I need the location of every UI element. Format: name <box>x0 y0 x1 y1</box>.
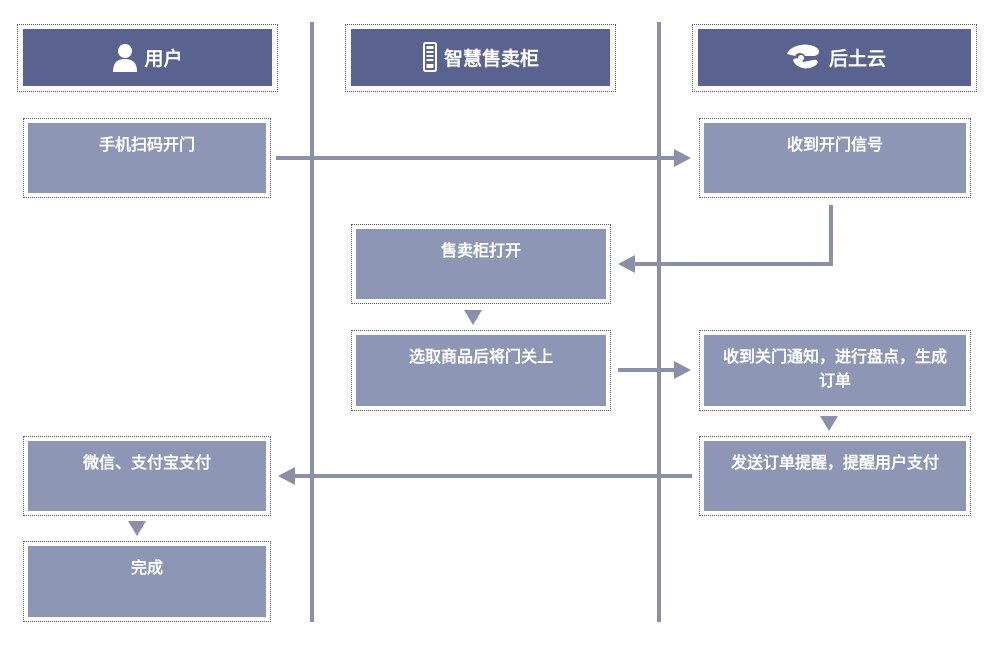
step-receive-open-signal: 收到开门信号 <box>704 123 966 193</box>
done-box-outline <box>23 541 271 622</box>
arrow-payment-to-done <box>128 521 146 536</box>
cabinet-lane-title: 智慧售卖柜 <box>443 48 539 70</box>
lane-divider-right <box>657 22 661 622</box>
send-order-box-outline <box>699 436 971 516</box>
step-done: 完成 <box>28 546 266 617</box>
user-icon <box>112 43 138 73</box>
step-scan-open: 手机扫码开门 <box>28 123 266 193</box>
arrow-order-to-payment <box>278 467 692 485</box>
select-close-box-outline <box>351 330 611 411</box>
arrow-inventory-to-order <box>820 416 838 431</box>
arrow-scan-to-cloud <box>276 149 691 167</box>
lane-divider-left <box>310 22 314 622</box>
cloud-header-outline <box>692 24 977 92</box>
cabinet-open-box-outline <box>351 224 611 304</box>
step-receive-close-inventory: 收到关门通知，进行盘点，生成订单 <box>704 335 966 406</box>
step-send-order-reminder: 发送订单提醒，提醒用户支付 <box>704 441 966 511</box>
cabinet-icon <box>422 41 438 74</box>
pay-box-outline <box>23 436 271 516</box>
step-cabinet-open: 售卖柜打开 <box>356 229 606 299</box>
step-select-close-door: 选取商品后将门关上 <box>356 335 606 406</box>
cloud-header: 后土云 <box>698 29 971 86</box>
receive-close-box-outline <box>699 330 971 411</box>
user-lane-title: 用户 <box>144 48 183 70</box>
receive-open-box-outline <box>699 118 971 198</box>
cloud-lane-title: 后土云 <box>828 48 886 70</box>
arrow-cabinet-open-to-select <box>464 310 482 325</box>
cabinet-header-outline <box>345 24 616 92</box>
arrow-close-to-cloud <box>618 361 691 379</box>
user-header: 用户 <box>23 29 272 86</box>
arrow-cloud-to-cabinet-open <box>618 205 833 273</box>
cloud-logo-icon <box>783 42 823 74</box>
scan-box-outline <box>23 118 271 198</box>
user-header-outline <box>17 24 278 92</box>
cabinet-header: 智慧售卖柜 <box>351 29 610 86</box>
step-payment: 微信、支付宝支付 <box>28 441 266 511</box>
